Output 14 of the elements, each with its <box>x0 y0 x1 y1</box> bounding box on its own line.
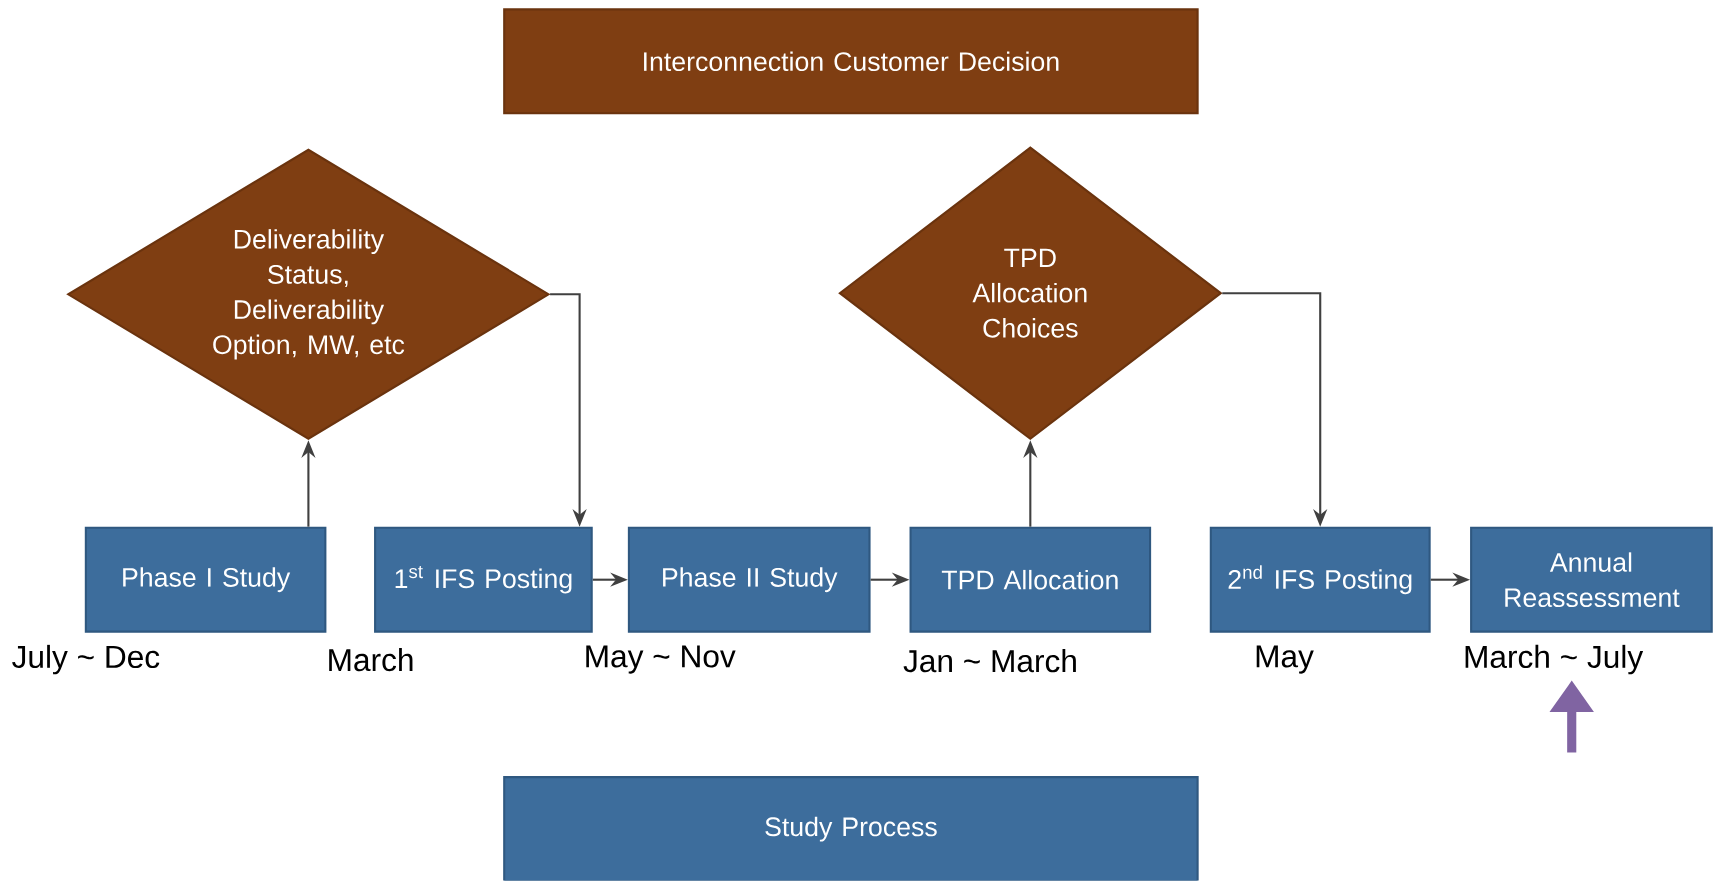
date-label: March ~ July <box>1465 645 1644 675</box>
date-label: May <box>1256 645 1314 674</box>
process-box: Phase I Study <box>84 526 327 633</box>
date-label: Jan ~ March <box>903 649 1076 673</box>
process-box: TPD Allocation <box>909 526 1152 633</box>
process-box: Phase II Study <box>627 526 871 633</box>
process-box: 2$^{nd}$ IFS Posting <box>1209 526 1431 633</box>
date-label: March <box>329 648 413 672</box>
date-label: July ~ Dec <box>12 645 160 675</box>
process-box: Annual Reassessment <box>1470 526 1713 633</box>
date-label: May ~ Nov <box>586 645 736 674</box>
process-box: Interconnection Customer Decision <box>503 8 1199 115</box>
process-box: Study Process <box>503 776 1199 881</box>
process-box: 1$^{st}$ IFS Posting <box>374 526 593 633</box>
